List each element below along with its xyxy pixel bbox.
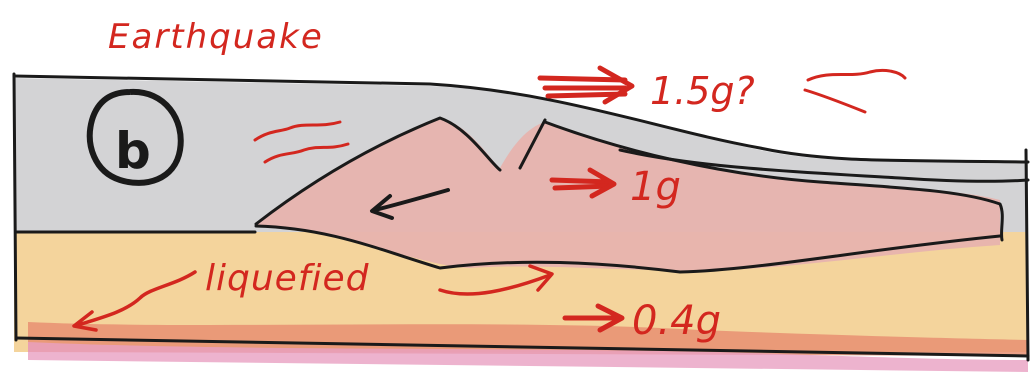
bottom-acceleration-label: 0.4g [632,298,721,344]
panel-label-text: b [115,122,151,180]
left-border-line [14,74,16,340]
liquefied-label: liquefied [205,258,370,299]
right-arrow-icon [540,68,632,102]
mid-acceleration-label: 1g [630,164,681,210]
top-acceleration-label: 1.5g? [650,69,755,113]
wave-lines-icon [805,90,865,112]
diagram-title: Earthquake [108,17,324,57]
wave-lines-icon [808,70,905,80]
